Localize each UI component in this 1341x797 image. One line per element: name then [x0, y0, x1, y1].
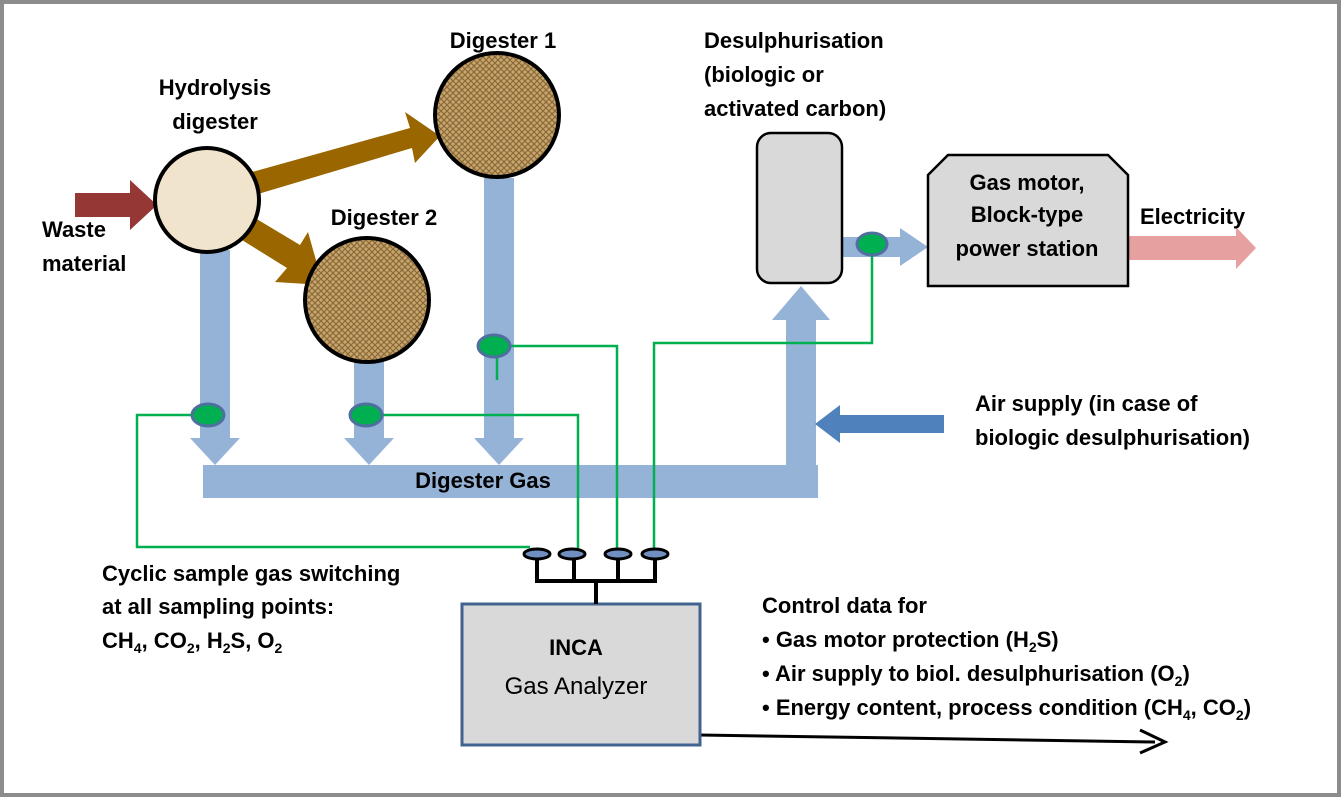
inca-gas-analyzer: [460, 602, 702, 747]
inca-label: INCA: [549, 635, 603, 660]
digester-gas-label: Digester Gas: [415, 468, 551, 493]
gas-motor-box: [926, 153, 1130, 288]
digester-2: [303, 236, 431, 364]
sampling-point-digester2: [348, 402, 384, 428]
digester2-label: Digester 2: [331, 205, 437, 230]
waste-arrow: [75, 180, 157, 230]
sample-lines: [135, 244, 874, 550]
switch-valves: [522, 547, 670, 561]
hydrolysis-digester: [153, 146, 261, 254]
electricity-label: Electricity: [1140, 204, 1246, 229]
desulphurisation-unit: [755, 131, 844, 285]
transfer-arrow-digester2: [242, 218, 323, 285]
sampling-point-hydrolysis: [190, 402, 226, 428]
air-supply-arrow: [815, 405, 944, 443]
digester-gas-pipe: [203, 465, 818, 498]
sampling-valves: [190, 231, 889, 428]
sampling-point-desulph: [855, 231, 889, 257]
transfer-arrow-digester1: [252, 112, 440, 194]
control-title: Control data for: [762, 593, 927, 618]
sampling-point-digester1: [476, 333, 512, 359]
gas-components: CH4, CO2, H2S, O2: [102, 628, 283, 656]
control-item-2: • Air supply to biol. desulphurisation (…: [762, 661, 1190, 689]
control-item-3: • Energy content, process condition (CH4…: [762, 695, 1251, 723]
digester-1: [433, 51, 561, 179]
control-item-1: • Gas motor protection (H2S): [762, 627, 1059, 655]
control-data-arrow: [699, 728, 1169, 755]
gas-analyzer-label: Gas Analyzer: [505, 673, 648, 700]
digester1-label: Digester 1: [450, 28, 556, 53]
electricity-arrow: [1112, 227, 1256, 269]
